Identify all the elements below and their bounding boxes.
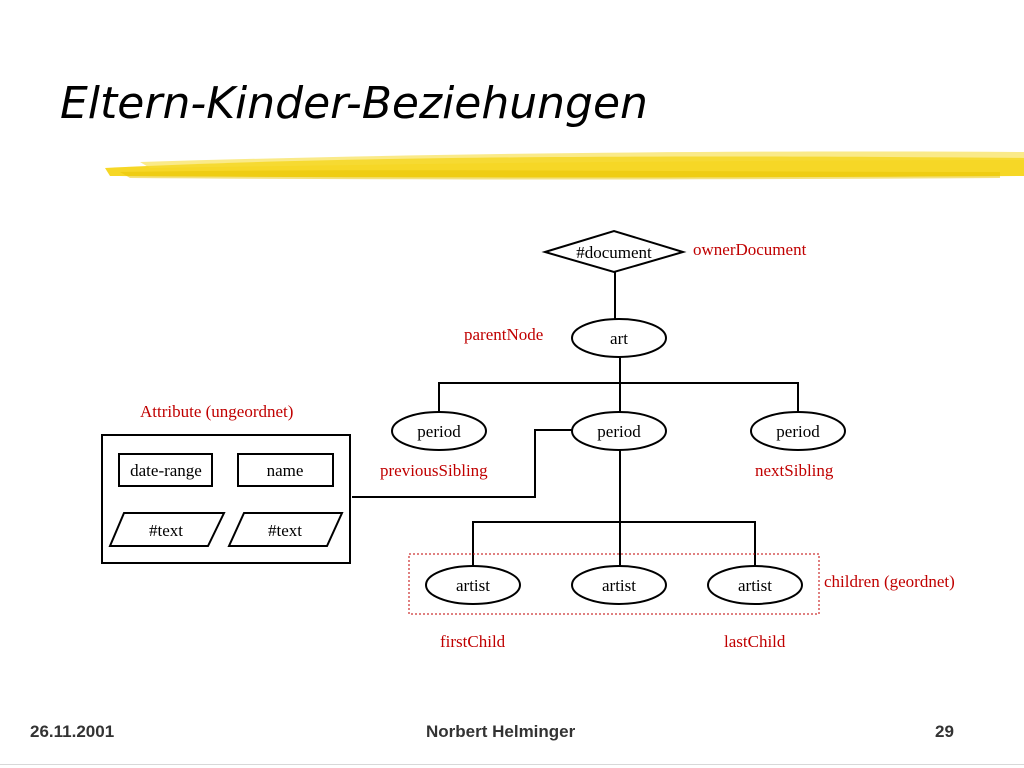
footer-page-number: 29 [935, 722, 954, 741]
attributes-label: Attribute (ungeordnet) [140, 402, 293, 421]
artist-node-last: artist [707, 565, 803, 605]
artist-node-middle: artist [571, 565, 667, 605]
slide-title: Eltern-Kinder-Beziehungen [60, 78, 648, 129]
attribute-name-label: name [267, 461, 304, 480]
attribute-text-value-2: #text [227, 512, 344, 547]
period-node-previous: period [391, 411, 487, 451]
artist-node-label: artist [456, 576, 490, 595]
document-node-label: #document [576, 243, 652, 262]
footer-author: Norbert Helminger [426, 722, 576, 741]
footer-date: 26.11.2001 [30, 722, 115, 741]
art-node: art [571, 318, 667, 358]
children-label: children (geordnet) [824, 572, 955, 591]
document-node: #document [541, 229, 687, 274]
period-node-label: period [776, 422, 820, 441]
next-sibling-label: nextSibling [755, 461, 834, 480]
period-node-next: period [750, 411, 846, 451]
attribute-name-label: date-range [130, 461, 202, 480]
text-node-label: #text [268, 521, 302, 540]
owner-document-label: ownerDocument [693, 240, 807, 259]
bottom-divider [0, 764, 1024, 765]
previous-sibling-label: previousSibling [380, 461, 488, 480]
text-node-label: #text [149, 521, 183, 540]
parent-node-label: parentNode [464, 325, 543, 344]
artist-node-label: artist [738, 576, 772, 595]
attribute-name: name [237, 453, 334, 487]
attribute-text-value-1: #text [108, 512, 226, 547]
first-child-label: firstChild [440, 632, 506, 651]
period-node-label: period [417, 422, 461, 441]
last-child-label: lastChild [724, 632, 786, 651]
artist-node-first: artist [425, 565, 521, 605]
period-node-current: period [571, 411, 667, 451]
artist-node-label: artist [602, 576, 636, 595]
tree-connectors [165, 270, 799, 566]
art-node-label: art [610, 329, 628, 348]
title-highlight-stroke [105, 151, 1024, 180]
dom-tree-diagram: #document ownerDocument art parentNode p… [101, 229, 955, 651]
attribute-date-range: date-range [118, 453, 213, 487]
children-group-box [408, 553, 820, 615]
period-node-label: period [597, 422, 641, 441]
